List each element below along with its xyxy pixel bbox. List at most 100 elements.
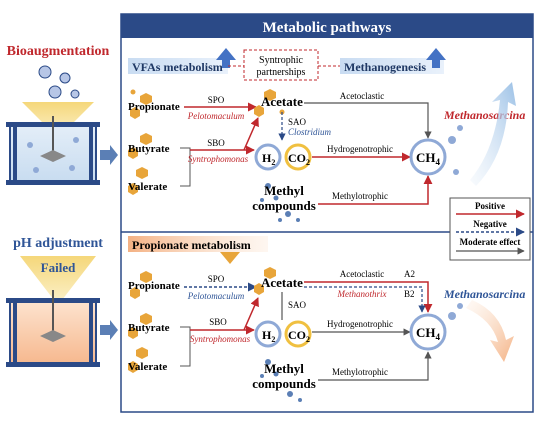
top-h2-circle [254, 143, 282, 171]
bottom-h2-label: H2 [262, 328, 275, 344]
bottom-acetoclastic-arrow-a2 [304, 281, 433, 313]
top-valerate-label: Valerate [128, 181, 167, 193]
top-methylotrophic-arrow [318, 175, 433, 205]
valerate-molecule-icon [128, 167, 148, 195]
bottom-methylotrophic-label: Methylotrophic [332, 367, 388, 377]
bottom-sbo-branch-up [243, 297, 259, 331]
bottom-sao-label: SAO [288, 300, 307, 310]
top-bubble-3 [453, 169, 459, 175]
pathways-title: Metabolic pathways [263, 20, 392, 36]
propionate-metabolism-down-arrow-icon [220, 252, 240, 264]
top-co2-circle [284, 143, 312, 171]
methanogenesis-up-arrow-icon [426, 48, 446, 68]
bottom-methanothrix-label: Methanothrix [337, 289, 387, 299]
bottom-methyl-dots-icon [260, 359, 302, 402]
bottom-methyl-line2: compounds [252, 376, 316, 391]
top-methylotrophic-label: Methylotrophic [332, 191, 388, 201]
top-methanosarcina-label: Methanosarcina [443, 108, 525, 122]
top-sao-label: SAO [288, 117, 307, 127]
syntrophic-box [243, 49, 319, 81]
bottom-butyrate-valerate-bracket [180, 326, 191, 367]
bottom-valerate-label: Valerate [128, 361, 167, 373]
top-h2-label: H2 [262, 151, 275, 167]
bioaugmentation-label: Bioaugmentation [7, 44, 110, 59]
arrow-bottom-to-pathways [100, 320, 118, 340]
bottom-b2-label: B2 [404, 289, 415, 299]
legend-negative-label: Negative [473, 219, 507, 229]
bottom-butyrate-molecule-icon [128, 313, 152, 339]
top-acetoclastic-arrow [304, 102, 432, 139]
top-hydrogenotrophic-label: Hydrogenotrophic [327, 144, 393, 154]
bottom-propionate-label: Propionate [128, 280, 180, 292]
top-spo-label: SPO [208, 95, 225, 105]
top-sweep-arrow [470, 82, 516, 186]
top-co2-label: CO2 [288, 151, 310, 167]
top-acetoclastic-label: Acetoclastic [340, 91, 384, 101]
bottom-acetate-molecule-icon [254, 267, 276, 295]
bottom-methyl-line1: Methyl [264, 361, 304, 376]
top-clostridium-label: Clostridium [288, 127, 332, 137]
bottom-methylotrophic-arrow [318, 351, 432, 381]
bottom-syntrophomonas-label: Syntrophomonas [190, 334, 251, 344]
bottom-bubble-1 [448, 312, 456, 320]
bottom-pelotomaculum-label: Pelotomaculum [187, 291, 245, 301]
top-ch4-label: CH4 [416, 150, 441, 167]
arrow-top-to-pathways [100, 145, 118, 165]
reactor-top [6, 116, 100, 185]
bottom-sweep-arrow [466, 300, 514, 362]
pathways-header-bar [121, 14, 533, 38]
bottom-hydrogenotrophic-label: Hydrogenotrophic [327, 319, 393, 329]
bioaugmentation-funnel [22, 102, 94, 134]
top-bubble-1 [448, 136, 456, 144]
bottom-co2-circle [284, 320, 312, 348]
top-butyrate-label: Butyrate [128, 143, 170, 155]
butyrate-molecule-icon [128, 133, 152, 159]
bottom-butyrate-label: Butyrate [128, 322, 170, 334]
reactor-bottom [6, 290, 100, 367]
top-methyl-dots-icon [260, 183, 300, 222]
bottom-acetoclastic-arrow-b2 [304, 286, 426, 313]
propionate-molecule-icon [130, 89, 152, 119]
methanogenesis-bar [340, 58, 444, 74]
top-methyl-line2: compounds [252, 198, 316, 213]
syntrophic-line1: Syntrophic [259, 55, 303, 66]
legend-positive-label: Positive [475, 201, 505, 211]
bottom-a2-label: A2 [404, 269, 415, 279]
propionate-metabolism-label: Propionate metabolism [132, 238, 251, 252]
ph-funnel [20, 256, 96, 300]
bottom-valerate-molecule-icon [128, 347, 148, 373]
top-propionate-label: Propionate [128, 101, 180, 113]
vfa-up-arrow-icon [216, 48, 236, 68]
top-bubble-2 [457, 125, 463, 131]
top-syntrophomonas-label: Syntrophomonas [188, 154, 249, 164]
bottom-spo-label: SPO [208, 274, 225, 284]
bottom-propionate-molecule-icon [130, 271, 152, 299]
methanogenesis-label: Methanogenesis [344, 60, 426, 74]
legend-moderate-label: Moderate effect [460, 237, 521, 247]
top-sbo-label: SBO [207, 138, 225, 148]
bottom-bubble-2 [457, 303, 463, 309]
vfa-metabolism-bar [128, 58, 228, 74]
ph-adjustment-label: pH adjustment [13, 236, 103, 251]
syntrophic-line2: partnerships [257, 67, 306, 78]
top-sbo-branch-up [243, 117, 259, 151]
top-butyrate-valerate-bracket [180, 147, 191, 187]
bottom-ch4-circle [409, 313, 447, 351]
propionate-metabolism-bar [128, 236, 268, 252]
top-ch4-circle [409, 138, 447, 176]
bottom-acetate-label: Acetate [261, 275, 303, 290]
failed-label: Failed [41, 260, 76, 275]
top-pelotomaculum-label: Pelotomaculum [187, 111, 245, 121]
bottom-methanosarcina-label: Methanosarcina [443, 287, 525, 301]
microbe-cluster-icon [38, 65, 80, 99]
top-methyl-line1: Methyl [264, 183, 304, 198]
top-acetate-molecule-icon [254, 89, 285, 117]
bottom-co2-label: CO2 [288, 328, 310, 344]
top-acetate-label: Acetate [261, 94, 303, 109]
bottom-ch4-label: CH4 [416, 325, 441, 342]
bottom-acetoclastic-label: Acetoclastic [340, 269, 384, 279]
vfa-metabolism-label: VFAs metabolism [132, 60, 223, 74]
bottom-h2-circle [254, 320, 282, 348]
bottom-sbo-label: SBO [209, 317, 227, 327]
